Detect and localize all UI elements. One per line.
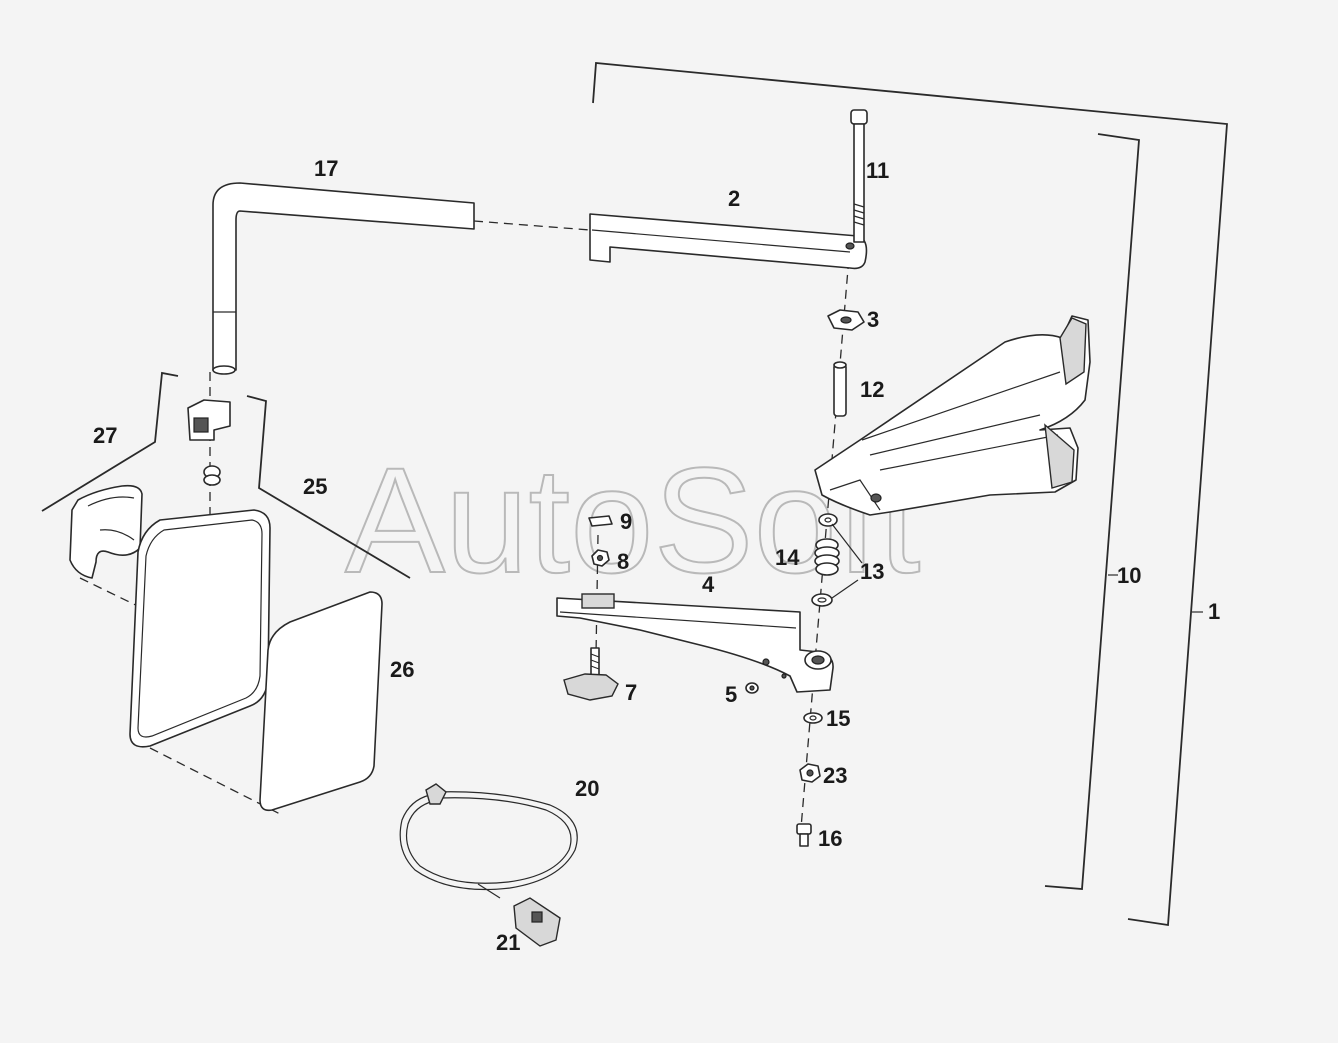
callout-1: 1: [1208, 599, 1220, 624]
callout-12: 12: [860, 377, 884, 402]
part-17-bent-rod: [212, 182, 475, 375]
bracket-assembly-10: [1044, 133, 1140, 890]
part-14-spring: [814, 538, 840, 576]
part-9-block: [588, 515, 613, 527]
assembly-axis-line: [799, 244, 851, 841]
callout-10: 10: [1117, 563, 1141, 588]
callout-25: 25: [303, 474, 327, 499]
leader-13b: [831, 579, 859, 599]
leader-13a: [831, 523, 863, 564]
callout-23: 23: [823, 763, 847, 788]
callout-9: 9: [620, 509, 632, 534]
mirror-housing: [814, 315, 1091, 516]
callout-4: 4: [702, 572, 715, 597]
part-7-wing-screw: [563, 647, 619, 701]
part-21-connector: [513, 897, 561, 947]
callout-13: 13: [860, 559, 884, 584]
part-13-washer-upper: [818, 513, 838, 527]
part-23-nut: [799, 763, 821, 783]
part-2-arm: [589, 213, 868, 270]
part-27-cover: [69, 484, 143, 579]
part-4-bracket: [556, 593, 834, 693]
bracket-assembly-25: [246, 395, 411, 579]
callout-15: 15: [826, 706, 850, 731]
part-16-bolt: [796, 823, 812, 847]
part-15-washer: [803, 712, 823, 724]
callout-21: 21: [496, 930, 520, 955]
callout-2: 2: [728, 186, 740, 211]
part-20-cable: [399, 783, 578, 899]
callout-14: 14: [775, 545, 800, 570]
callout-17: 17: [314, 156, 338, 181]
rod-clip: [187, 399, 231, 441]
callout-11: 11: [866, 158, 889, 183]
bracket-assembly-27: [41, 371, 179, 512]
part-13-washer-lower: [811, 593, 833, 607]
callout-20: 20: [575, 776, 599, 801]
part-11-bolt: [850, 109, 868, 243]
part-8-nut: [591, 549, 610, 567]
part-12-spacer: [833, 361, 847, 417]
rod-grommet: [203, 465, 221, 486]
callout-26: 26: [390, 657, 414, 682]
callout-27: 27: [93, 423, 117, 448]
part-5-nut: [745, 682, 759, 694]
callout-3: 3: [867, 307, 879, 332]
part-26-mirror-glass: [259, 591, 383, 812]
arm-alignment-line: [473, 220, 591, 231]
part-3-nut: [827, 309, 865, 331]
bracket-assembly-1: [592, 62, 1228, 927]
callout-16: 16: [818, 826, 842, 851]
callout-8: 8: [617, 549, 629, 574]
callout-7: 7: [625, 680, 637, 705]
part-25-mirror-frame: [129, 509, 271, 748]
callout-5: 5: [725, 682, 737, 707]
